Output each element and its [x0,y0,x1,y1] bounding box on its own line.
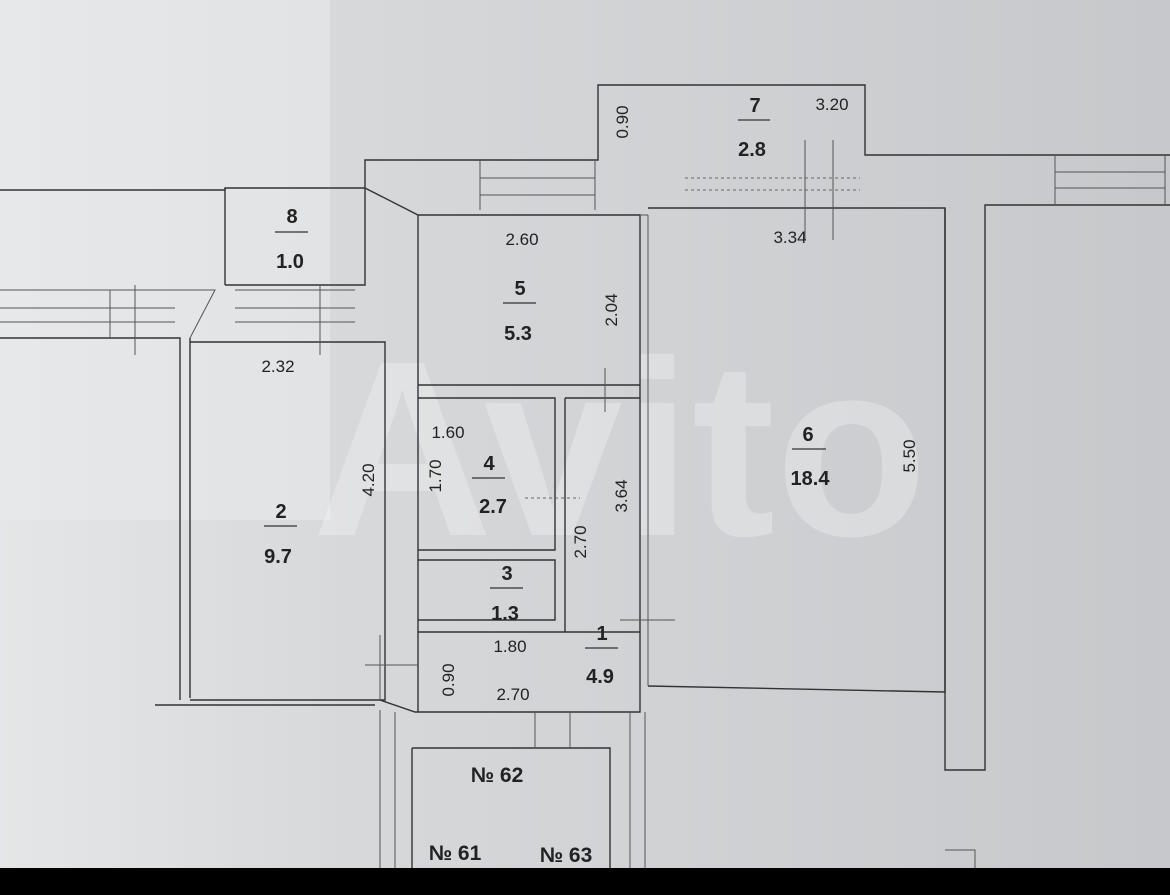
dim-d13: 1.80 [493,637,526,656]
room-8-area: 1.0 [276,251,304,273]
dim-d12: 2.70 [571,525,590,558]
apartment-62-label: № 62 [471,764,524,787]
dim-d15: 2.70 [496,685,529,704]
room-1-number: 1 [596,623,607,645]
stairwell [379,710,976,868]
room-8-outline [225,188,366,286]
room-4-label: 4 2.7 [472,453,507,518]
room-1-area: 4.9 [586,666,614,688]
dim-d7: 1.60 [431,423,464,442]
room-7-label: 7 2.8 [738,95,770,161]
dim-d4: 3.34 [773,228,806,247]
room-2-label: 2 9.7 [264,501,297,568]
dim-d2: 3.20 [815,95,848,114]
paper-highlight [0,0,330,520]
dim-d3: 2.60 [505,230,538,249]
dim-d1: 0.90 [613,105,632,138]
room-2-area: 9.7 [264,546,292,568]
bottom-black-bar [0,868,1170,895]
room-6-label: 6 18.4 [791,424,831,490]
room-3-area: 1.3 [491,603,519,625]
room-6-number: 6 [802,424,813,446]
room-4-area: 2.7 [479,496,507,518]
room-8-label: 8 1.0 [275,206,308,273]
apartment-61-label: № 61 [429,842,482,865]
room-3-number: 3 [501,563,512,585]
dim-d9: 4.20 [359,463,378,496]
room-6-area: 18.4 [791,468,831,490]
room-7-number: 7 [749,95,760,117]
apartment-labels: № 62 № 61 № 63 [429,764,593,867]
room-5-number: 5 [514,278,525,300]
central-rooms [364,187,675,713]
room-1-label: 1 4.9 [585,623,618,688]
dim-d14: 0.90 [439,663,458,696]
watermark-text: Avito [312,309,928,588]
room-2-outline [190,341,386,701]
apartment-63-label: № 63 [540,844,593,867]
dimension-ticks [319,140,834,355]
room-5-label: 5 5.3 [503,278,536,345]
room-7-area: 2.8 [738,139,766,161]
room-2-number: 2 [275,501,286,523]
dim-d10: 3.64 [612,479,631,512]
dim-d8: 1.70 [426,459,445,492]
building-outline [0,84,1170,771]
window-marks [0,155,1166,355]
dimension-labels: 0.90 3.20 2.60 3.34 2.04 2.32 1.60 1.70 … [261,95,919,704]
dim-d6: 2.32 [261,357,294,376]
dim-d11: 5.50 [900,439,919,472]
room-8-number: 8 [286,206,297,228]
room-3-label: 3 1.3 [490,563,523,625]
dim-d5: 2.04 [602,293,621,326]
room-4-number: 4 [483,453,495,475]
room-5-area: 5.3 [504,323,532,345]
